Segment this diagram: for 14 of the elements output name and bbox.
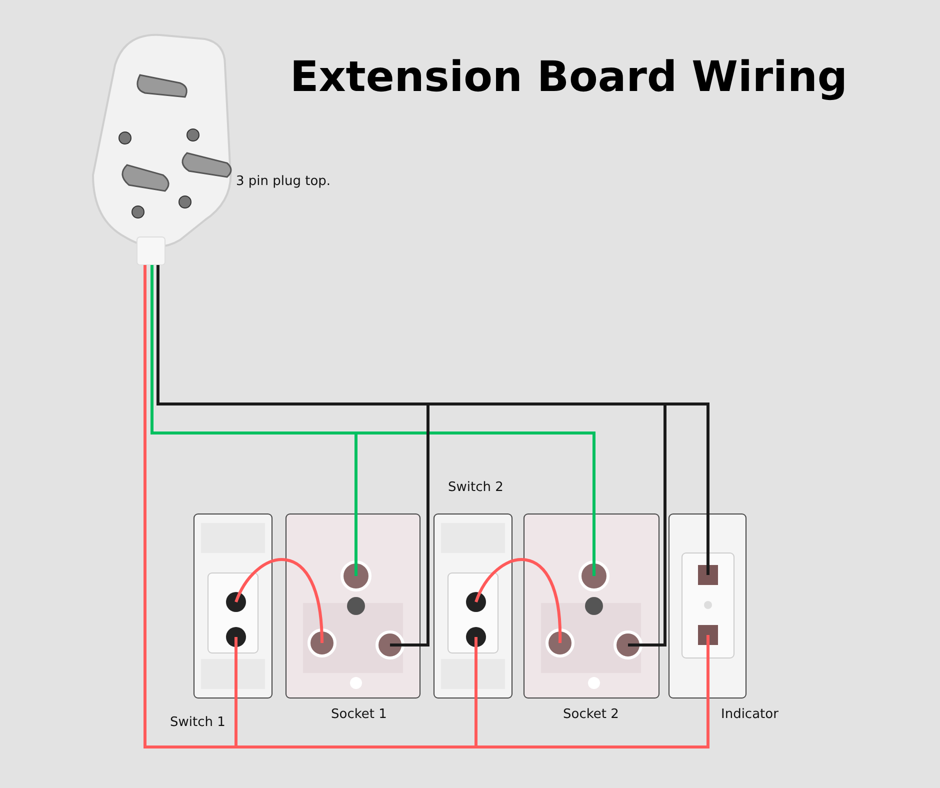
component-label: Switch 1 <box>170 715 226 730</box>
wire <box>474 558 562 644</box>
component-label: Indicator <box>721 707 778 722</box>
component-label: Socket 1 <box>331 707 387 722</box>
switch-drawing <box>193 513 273 699</box>
indicator-drawing <box>668 513 747 699</box>
title: Extension Board Wiring <box>290 52 848 101</box>
component-label: Switch 2 <box>448 480 504 495</box>
component-label: Socket 2 <box>563 707 619 722</box>
component-label: 3 pin plug top. <box>236 174 331 189</box>
switch-drawing <box>433 513 513 699</box>
socket-drawing <box>523 513 660 699</box>
socket-drawing <box>285 513 421 699</box>
wire <box>234 558 324 644</box>
